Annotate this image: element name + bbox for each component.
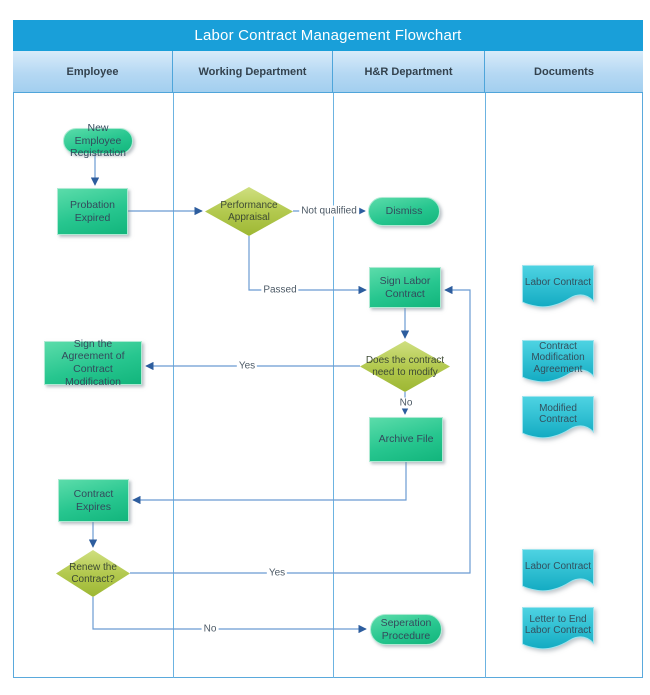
document-labor-contract-1: Labor Contract xyxy=(522,265,594,311)
lane-headers: Employee Working Department H&R Departme… xyxy=(13,51,643,93)
lane-header-documents: Documents xyxy=(485,51,643,93)
document-labor-contract-2: Labor Contract xyxy=(522,549,594,595)
node-label: Dismiss xyxy=(385,205,423,218)
edge-renew-no-to-seperation xyxy=(92,597,367,634)
lane-divider-1 xyxy=(173,93,174,678)
node-label: New Employee Registration xyxy=(69,122,127,160)
document-contract-modification-agreement: Contract Modification Agreement xyxy=(522,340,594,386)
node-label: Sign the Agreement of Contract Modificat… xyxy=(61,337,125,388)
document-label: Modified Contract xyxy=(539,402,577,426)
document-icon xyxy=(522,340,594,383)
document-icon xyxy=(522,607,594,650)
document-label: Contract Modification Agreement xyxy=(531,340,585,375)
node-label: Archive File xyxy=(378,433,434,446)
edge-appraisal-to-signcontract xyxy=(248,236,367,295)
node-sign-agreement-of-contract-modification: Sign the Agreement of Contract Modificat… xyxy=(44,337,142,388)
document-icon xyxy=(522,265,594,308)
lane-header-employee: Employee xyxy=(13,51,173,93)
node-renew-the-contract: Renew the Contract? xyxy=(56,550,130,597)
node-label: Does the contract need to modify xyxy=(365,354,445,378)
document-label: Labor Contract xyxy=(524,277,592,289)
document-letter-to-end-labor-contract: Letter to End Labor Contract xyxy=(522,607,594,653)
lane-divider-2 xyxy=(333,93,334,678)
node-label: Renew the Contract? xyxy=(69,561,117,585)
node-label: Performance Appraisal xyxy=(220,199,278,223)
node-does-contract-need-modify: Does the contract need to modify xyxy=(360,341,450,392)
node-probation-expired: Probation Expired xyxy=(57,188,128,235)
edge-label-passed: Passed xyxy=(261,284,299,296)
lane-header-hr-department: H&R Department xyxy=(333,51,485,93)
edge-label-not-qualified: Not qualified xyxy=(299,205,359,217)
chart-title: Labor Contract Management Flowchart xyxy=(13,20,643,51)
lane-divider-3 xyxy=(485,93,486,678)
edge-label-modify-no: No xyxy=(397,397,415,409)
node-new-employee-registration: New Employee Registration xyxy=(63,122,133,159)
node-dismiss: Dismiss xyxy=(368,197,440,226)
document-label: Letter to End Labor Contract xyxy=(524,613,592,637)
document-icon xyxy=(522,549,594,592)
node-performance-appraisal: Performance Appraisal xyxy=(205,187,293,236)
edge-label-renew-no: No xyxy=(201,623,219,635)
document-label: Labor Contract xyxy=(524,561,592,573)
edge-label-renew-yes: Yes xyxy=(266,567,288,579)
node-label: Contract Expires xyxy=(73,487,114,513)
lane-header-working-department: Working Department xyxy=(173,51,333,93)
document-modified-contract: Modified Contract xyxy=(522,396,594,442)
node-archive-file: Archive File xyxy=(369,417,443,462)
document-icon xyxy=(522,396,594,439)
node-label: Probation Expired xyxy=(70,198,115,224)
node-sign-labor-contract: Sign Labor Contract xyxy=(369,267,441,308)
node-seperation-procedure: Seperation Procedure xyxy=(370,614,442,645)
node-label: Seperation Procedure xyxy=(380,616,432,642)
edge-archive-to-expires xyxy=(132,462,407,505)
edge-renew-yes-to-signcontract xyxy=(130,285,471,574)
edge-label-modify-yes: Yes xyxy=(236,360,258,372)
node-label: Sign Labor Contract xyxy=(379,274,431,300)
node-contract-expires: Contract Expires xyxy=(58,479,129,522)
